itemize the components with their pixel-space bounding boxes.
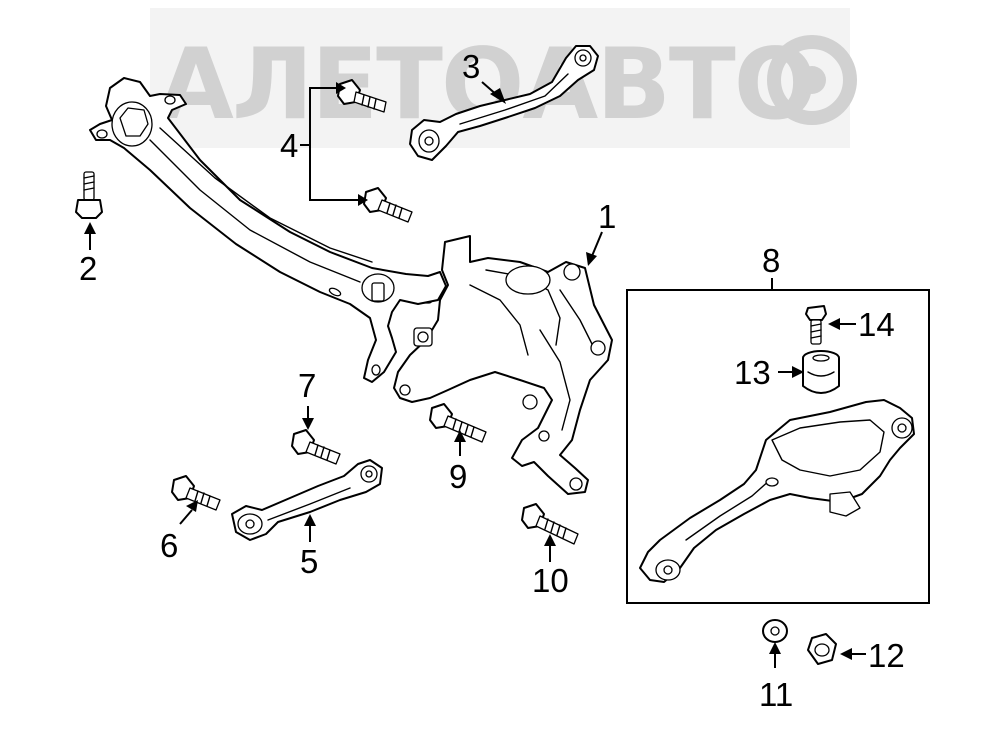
callout-11-leader: [769, 642, 781, 668]
part-8-assembly-box: [626, 289, 930, 604]
part-4-bolt-lower: [363, 187, 413, 223]
callout-5-leader: [304, 514, 316, 542]
part-13-bushing: [802, 350, 840, 394]
part-1-knuckle: [393, 235, 613, 495]
callout-2-leader: [84, 222, 96, 250]
part-10-bolt: [521, 503, 579, 545]
callout-4-leader: [300, 82, 368, 206]
part-8-lower-control-arm: [639, 399, 915, 583]
callout-7: 7: [298, 367, 316, 404]
callout-13: 13: [734, 354, 771, 391]
part-12-nut: [807, 633, 837, 665]
part-5-lower-link: [231, 459, 383, 541]
watermark-band: [150, 8, 850, 148]
trailing-arm: [89, 77, 447, 383]
callout-12-leader: [840, 648, 866, 660]
part-14-bolt: [805, 305, 827, 345]
watermark-gear-icon: [767, 35, 857, 125]
callout-2: 2: [79, 250, 97, 287]
knuckle-bolt-lower: [413, 327, 433, 347]
callout-12: 12: [868, 637, 905, 674]
callout-10-leader: [544, 534, 556, 562]
callout-3-leader: [481, 81, 506, 104]
part-2-bolt: [75, 171, 103, 219]
callout-14-leader: [828, 318, 856, 330]
part-3-upper-link: [409, 45, 599, 161]
callout-6-leader: [179, 500, 198, 525]
part-11-washer: [762, 619, 788, 643]
callout-8: 8: [762, 242, 780, 279]
callout-1-leader: [586, 231, 603, 266]
callout-1: 1: [598, 198, 616, 235]
part-6-bolt: [171, 475, 221, 511]
callout-13-leader: [778, 366, 804, 378]
callout-10: 10: [532, 562, 569, 599]
callout-4: 4: [280, 127, 298, 164]
callout-11: 11: [759, 676, 793, 713]
callout-5: 5: [300, 543, 318, 580]
callout-14: 14: [858, 306, 895, 343]
callout-6: 6: [160, 527, 178, 564]
part-9-bolt: [429, 403, 487, 443]
part-4-bolt-upper: [337, 79, 387, 113]
callout-9-leader: [454, 430, 466, 456]
callout-9: 9: [449, 458, 467, 495]
watermark: АЛЕТОАВТО: [150, 8, 857, 148]
part-7-bolt: [291, 429, 341, 465]
callout-3: 3: [462, 48, 480, 85]
callout-7-leader: [302, 406, 314, 430]
